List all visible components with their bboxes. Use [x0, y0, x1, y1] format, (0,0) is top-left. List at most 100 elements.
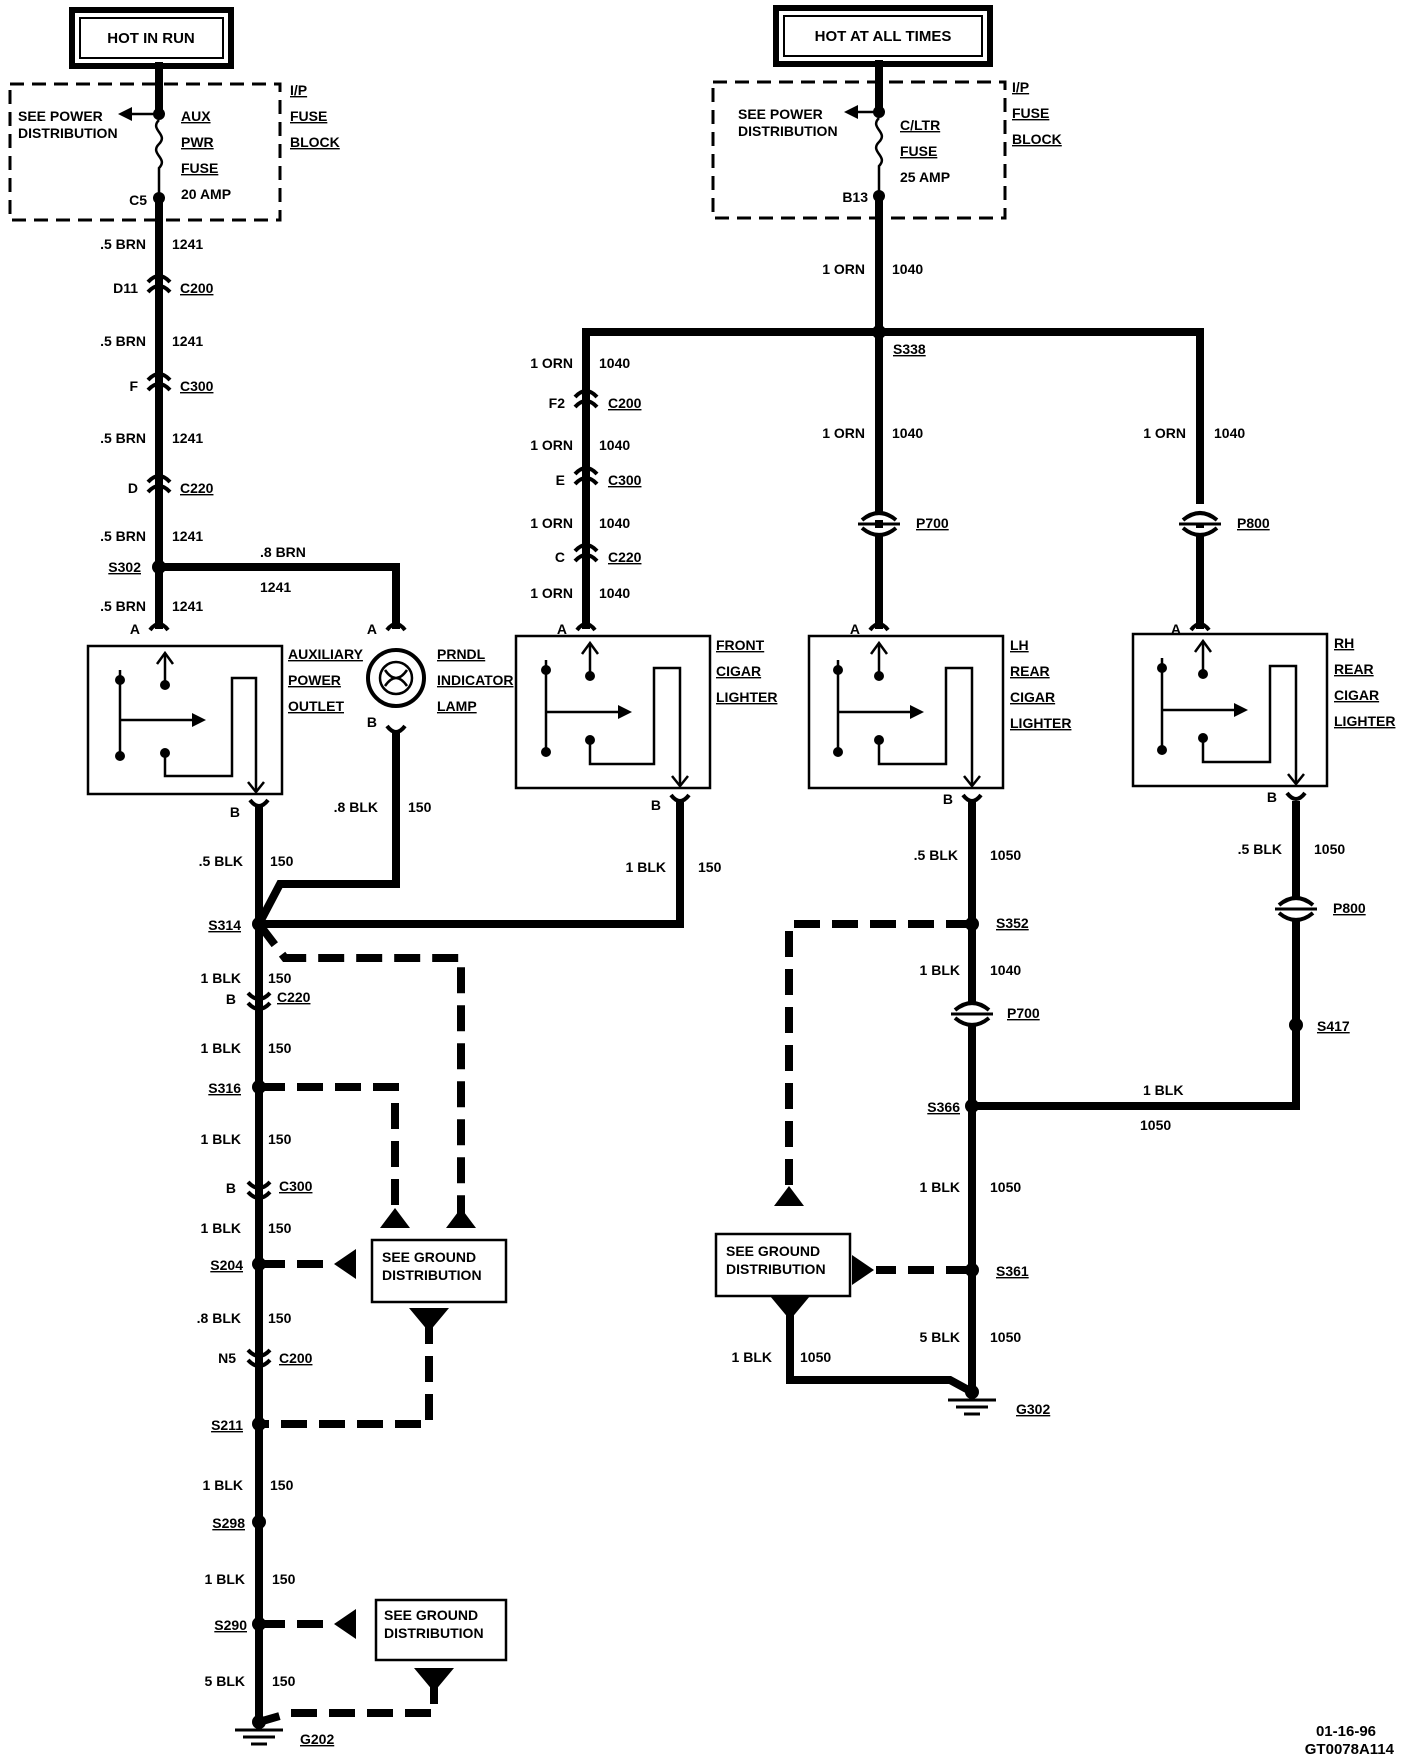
wire-gauge: 1 BLK	[201, 1040, 241, 1056]
wire-circuit: 1040	[892, 261, 923, 277]
wire-gauge: .5 BRN	[100, 528, 146, 544]
connector-c200: D11 C200	[113, 274, 214, 296]
prndl-indicator-lamp: A B PRNDL INDICATOR LAMP	[366, 621, 513, 734]
pin-b-label: B	[651, 797, 661, 813]
wire-circuit: 150	[268, 1040, 292, 1056]
connector-e-c300: E C300	[556, 466, 642, 488]
passthrough-p700-bottom: P700	[951, 1001, 1040, 1027]
pin-b-label: B	[367, 714, 377, 730]
wire-circuit: 150	[698, 859, 722, 875]
wire-circuit: 150	[268, 1131, 292, 1147]
wire-circuit: 1241	[172, 236, 203, 252]
connector-pin: B	[226, 991, 236, 1007]
wire-gauge: 1 ORN	[530, 585, 573, 601]
ground-arrow-down-1	[409, 1308, 449, 1332]
connector-name: C200	[608, 395, 642, 411]
prndl-label-1: PRNDL	[437, 646, 486, 662]
wire-circuit: 150	[270, 1477, 294, 1493]
wire-circuit: 150	[272, 1571, 296, 1587]
wire-circuit: 150	[268, 1310, 292, 1326]
ip-label-r3: BLOCK	[1012, 131, 1062, 147]
aux-label-1: AUXILIARY	[288, 646, 364, 662]
wire-circuit: 150	[272, 1673, 296, 1689]
connector-c300: F C300	[129, 372, 214, 394]
wire-gauge: 1 ORN	[530, 515, 573, 531]
connector-pin: D11	[113, 280, 138, 296]
wire-gauge: 1 BLK	[920, 1179, 960, 1195]
ground-arrow-down-2	[414, 1668, 454, 1692]
front-label-2: CIGAR	[716, 663, 761, 679]
passthrough-p800-bottom: P800	[1275, 896, 1366, 922]
wire-gauge: 1 BLK	[732, 1349, 772, 1365]
aux-label-3: OUTLET	[288, 698, 344, 714]
passthrough-name: P700	[916, 515, 949, 531]
connector-name: C200	[279, 1350, 313, 1366]
connector-n5-c200: N5 C200	[218, 1348, 313, 1368]
aux-fuse-2: PWR	[181, 134, 214, 150]
ip-label-1: I/P	[290, 82, 307, 98]
wire-circuit: 150	[268, 1220, 292, 1236]
left-fuse-block: SEE POWER DISTRIBUTION AUX PWR FUSE 20 A…	[8, 62, 340, 222]
splice-s298: S298	[212, 1515, 245, 1531]
aux-label-2: POWER	[288, 672, 341, 688]
branch-gauge: .8 BRN	[260, 544, 306, 560]
left-ground-circuit: SEE GROUND DISTRIBUTION SEE GROUND DISTR…	[197, 730, 722, 1747]
see-power-left-2: DISTRIBUTION	[18, 125, 118, 141]
ground-arrow-down-r	[770, 1296, 810, 1320]
see-ground-line-2: DISTRIBUTION	[726, 1261, 826, 1277]
lh-label-1: LH	[1010, 637, 1029, 653]
wire-circuit: 1040	[599, 437, 630, 453]
wire-circuit: 150	[408, 799, 432, 815]
wire-circuit: 150	[268, 970, 292, 986]
left-feed-circuit: .5 BRN 1241 .5 BRN 1241 .5 BRN 1241 .5 B…	[100, 200, 400, 629]
passthrough-p800-top: P800	[1179, 511, 1270, 537]
footer-code: GT0078A114	[1305, 1741, 1395, 1756]
ground-g202-label: G202	[300, 1731, 334, 1747]
splice-s314: S314	[208, 917, 241, 933]
see-ground-line-2: DISTRIBUTION	[384, 1625, 484, 1641]
connector-pin: E	[556, 472, 565, 488]
footer-date: 01-16-96	[1316, 1723, 1376, 1740]
splice-s352: S352	[996, 915, 1029, 931]
wire-gauge: .5 BRN	[100, 236, 146, 252]
connector-pin: F2	[549, 395, 566, 411]
right-ground-circuit: SEE GROUND DISTRIBUTION P700 P800 .5 BLK…	[714, 801, 1366, 1417]
connector-name: C300	[608, 472, 642, 488]
passthrough-name: P800	[1333, 900, 1366, 916]
pin-b-label: B	[1267, 789, 1277, 805]
ground-arrow-left-1	[334, 1249, 356, 1279]
rh-label-4: LIGHTER	[1334, 713, 1395, 729]
connector-f2-c200: F2 C200	[549, 389, 642, 411]
wire-circuit: 1040	[599, 515, 630, 531]
wire-gauge: .5 BRN	[100, 333, 146, 349]
see-ground-distribution-box-2: SEE GROUND DISTRIBUTION	[374, 1598, 508, 1662]
splice-s417: S417	[1317, 1018, 1350, 1034]
ground-arrow-right-r	[852, 1255, 874, 1285]
branch-circuit: 1241	[260, 579, 291, 595]
cltr-fuse-amp: 25 AMP	[900, 169, 950, 185]
wire-gauge: .8 BLK	[197, 1310, 241, 1326]
front-label-3: LIGHTER	[716, 689, 777, 705]
rh-label-2: REAR	[1334, 661, 1374, 677]
pin-a-label: A	[850, 621, 860, 637]
wire-gauge: .5 BLK	[1238, 841, 1282, 857]
wire-gauge: 1 BLK	[201, 1131, 241, 1147]
connector-name: C220	[180, 480, 214, 496]
wire-gauge: 5 BLK	[920, 1329, 960, 1345]
b13-terminal: B13	[842, 189, 868, 205]
connector-c220: D C220	[128, 474, 214, 496]
connector-name: C200	[180, 280, 214, 296]
wire-gauge: 1 ORN	[822, 261, 865, 277]
splice-s338: S338	[893, 341, 926, 357]
connector-name: C220	[608, 549, 642, 565]
see-ground-line-2: DISTRIBUTION	[382, 1267, 482, 1283]
see-power-left-1: SEE POWER	[18, 108, 103, 124]
prndl-label-2: INDICATOR	[437, 672, 513, 688]
splice-s211: S211	[211, 1417, 243, 1433]
front-cigar-lighter: A B FRONT CIGAR LIGHTER	[514, 621, 777, 813]
cltr-fuse-2: FUSE	[900, 143, 937, 159]
wire-circuit: 1040	[599, 585, 630, 601]
wire-gauge: 5 BLK	[205, 1673, 245, 1689]
wire-gauge: .5 BRN	[100, 598, 146, 614]
wire-circuit: 1241	[172, 528, 203, 544]
